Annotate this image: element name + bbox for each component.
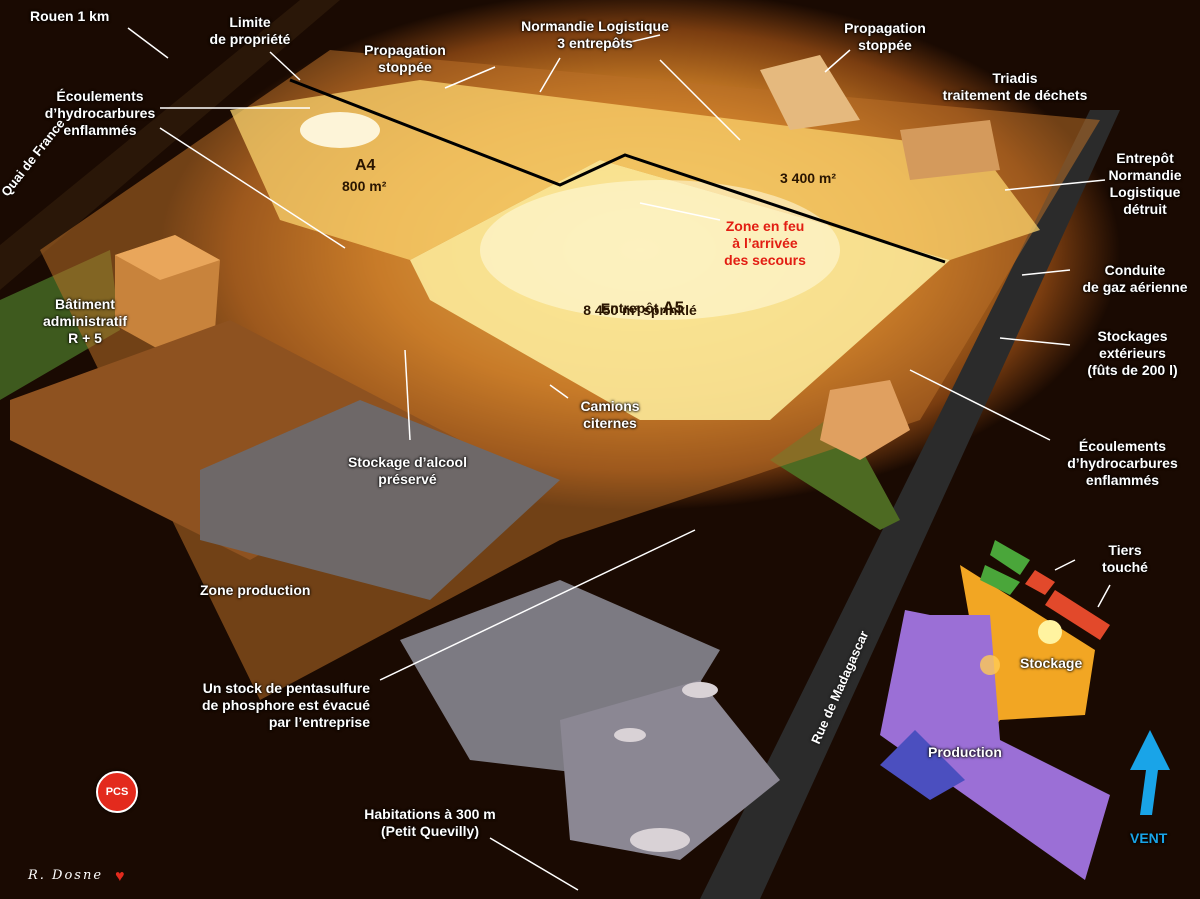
- east-building: [820, 380, 910, 460]
- label-ecoulements-2: Écoulements d’hydrocarbures enflammés: [1067, 438, 1178, 488]
- label-stockage-alcool: Stockage d’alcool préservé: [347, 454, 468, 487]
- label-a5-area: 8 450 m² sprinklé: [583, 302, 697, 318]
- fire-glow: [480, 180, 840, 320]
- heart-icon: ♥: [115, 868, 125, 885]
- fire-glow: [300, 112, 380, 148]
- label-batiment-administratif: Bâtiment administratif R + 5: [42, 296, 127, 346]
- inset-fire-glow: [980, 655, 1000, 675]
- label-tiers-touche: Tiers touché: [1102, 542, 1148, 575]
- label-stockages-exterieurs: Stockages extérieurs (fûts de 200 l): [1087, 328, 1178, 378]
- production-hall: [200, 400, 560, 600]
- rue-road: [700, 110, 1120, 899]
- property-line: [289, 78, 946, 264]
- label-zone-production: Zone production: [200, 582, 311, 598]
- label-habitations: Habitations à 300 m (Petit Quevilly): [364, 806, 496, 839]
- triadis-building: [900, 120, 1000, 180]
- warehouses-north: [230, 80, 1040, 260]
- tank: [630, 828, 690, 852]
- label-vent: VENT: [1130, 830, 1168, 846]
- quai-road: [0, 0, 340, 290]
- label-triadis: Triadis traitement de déchets: [942, 70, 1088, 103]
- label-entrepot-a5: Entrepôt A5: [555, 282, 730, 317]
- inset-production-zone: [880, 610, 1110, 880]
- label-normandie-logistique: Normandie Logistique 3 entrepôts: [521, 18, 669, 51]
- label-rouen: Rouen 1 km: [30, 8, 110, 24]
- label-entrepot-detruit: Entrepôt Normandie Logistique détruit: [1108, 150, 1182, 217]
- label-propagation-stoppee-1: Propagation stoppée: [364, 42, 446, 75]
- label-inset-production: Production: [928, 744, 1002, 760]
- label-inset-stockage: Stockage: [1020, 655, 1083, 671]
- label-area-3400: 3 400 m²: [780, 170, 837, 186]
- signature: R. Dosne: [28, 868, 104, 883]
- label-camions-citernes: Camions citernes: [580, 398, 640, 431]
- inset-tiers-red: [1025, 570, 1055, 595]
- label-ecoulements-1: Écoulements d’hydrocarbures enflammés: [44, 88, 156, 138]
- inset-fire-glow: [1038, 620, 1062, 644]
- inset-tiers-green: [980, 565, 1020, 595]
- inset-tiers-green: [990, 540, 1030, 575]
- admin-building-roof: [115, 235, 220, 280]
- label-a4-title: A4: [355, 157, 376, 174]
- annotation-arrows: [127, 27, 1111, 891]
- wind-arrow-icon: [1130, 730, 1170, 815]
- label-limite-propriete: Limite de propriété: [209, 14, 291, 47]
- pcs-badge: PCS: [96, 771, 138, 813]
- label-a5-prefix: Entrepôt: [600, 300, 663, 316]
- inset-tiers-red: [1045, 590, 1110, 640]
- label-conduite-gaz: Conduite de gaz aérienne: [1082, 262, 1188, 295]
- triadis-tower: [760, 55, 860, 130]
- label-a5-title: A5: [662, 298, 685, 317]
- tank: [614, 728, 646, 742]
- tank-farm: [560, 680, 780, 860]
- label-pentasulfure: Un stock de pentasulfure de phosphore es…: [201, 680, 370, 730]
- inset-production-block: [880, 730, 965, 800]
- label-zone-en-feu: Zone en feu à l’arrivée des secours: [724, 218, 806, 268]
- label-a4-area: 800 m²: [342, 178, 387, 194]
- label-propagation-stoppee-2: Propagation stoppée: [844, 20, 926, 53]
- tank: [682, 682, 718, 698]
